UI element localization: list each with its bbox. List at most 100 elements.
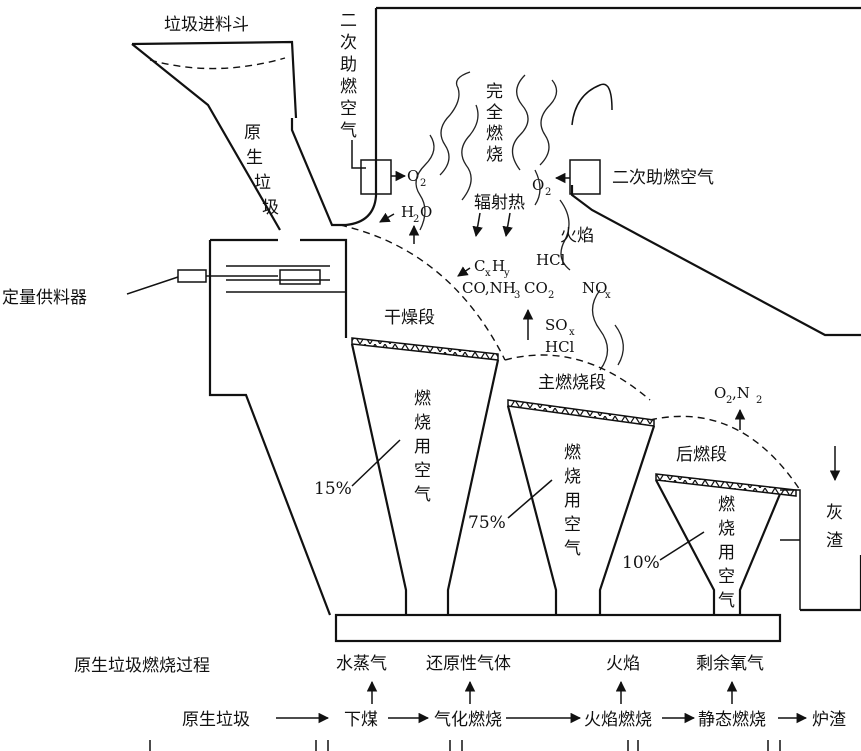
combustion-air-main: 燃 烧 用 空 气 [564,443,581,559]
process-flow: 原生垃圾燃烧过程 水蒸气 还原性气体 火焰 剩余氧气 原生垃圾 下煤 气化燃烧 … [74,654,846,751]
svg-text:生: 生 [246,148,263,168]
svg-text:NO: NO [582,279,607,297]
svg-text:SO: SO [545,316,568,334]
hopper: 垃圾进料斗 原 生 垃 圾 [131,15,346,231]
svg-text:垃: 垃 [254,173,271,193]
svg-text:燃: 燃 [340,77,357,97]
combustion-gas-curves [415,71,624,371]
svg-text:O: O [420,203,432,221]
h2o-label: H 2 O [379,203,432,244]
ash-label: 灰 渣 [826,503,843,551]
complete-combustion-label: 完 全 燃 烧 [486,82,503,165]
svg-text:2: 2 [420,178,426,189]
svg-text:H: H [401,203,414,221]
svg-text:H: H [492,257,505,275]
svg-text:次: 次 [340,33,357,53]
secondary-air-right-label: 二次助燃空气 [612,168,714,188]
svg-text:气: 气 [340,121,357,141]
flow-descend: 下煤 [344,710,378,730]
upper-steam: 水蒸气 [336,654,387,674]
svg-text:燃: 燃 [486,124,503,144]
furnace-body: 定量供料器 [2,238,348,616]
svg-text:烧: 烧 [718,519,735,539]
svg-text:2: 2 [756,395,762,406]
furnace-chamber [345,6,861,612]
svg-text:C: C [474,257,485,275]
svg-text:气: 气 [414,485,431,505]
svg-text:渣: 渣 [826,531,843,551]
hcl-lower-label: HCl [545,338,575,356]
drying-stage-label: 干燥段 [384,308,435,328]
svg-text:烧: 烧 [486,145,503,165]
svg-text:空: 空 [564,515,581,535]
flame-label: 火焰 [560,226,594,246]
svg-text:O: O [714,384,726,402]
flow-gasification: 气化燃烧 [434,710,502,730]
secondary-air-left-label: 二 次 助 燃 空 气 [340,11,357,141]
svg-text:气: 气 [718,591,735,611]
svg-text:助: 助 [340,55,357,75]
svg-text:x: x [605,290,611,301]
svg-text:空: 空 [340,99,357,119]
svg-text:3: 3 [514,290,520,301]
air-pct-main: 75% [468,513,506,533]
svg-text:烧: 烧 [564,467,581,487]
process-title: 原生垃圾燃烧过程 [74,656,210,676]
upper-flame: 火焰 [606,654,640,674]
flow-slag: 炉渣 [812,710,846,730]
svg-text:燃: 燃 [718,495,735,515]
air-pct-post: 10% [622,553,660,573]
main-stage-label: 主燃烧段 [538,373,606,393]
svg-text:用: 用 [564,491,581,511]
hopper-label: 垃圾进料斗 [164,15,249,35]
svg-text:圾: 圾 [262,198,279,218]
post-stage-label: 后燃段 [676,445,727,465]
svg-text:O: O [532,176,544,194]
svg-text:原: 原 [244,123,261,143]
hopper-raw-waste-label: 原 生 垃 圾 [244,123,279,218]
upper-reducing-gas: 还原性气体 [426,654,511,674]
svg-text:y: y [503,268,510,279]
svg-text:2: 2 [548,290,554,301]
o2-right: O 2 [532,172,570,198]
svg-text:烧: 烧 [414,413,431,433]
svg-text:用: 用 [718,543,735,563]
nox-label: NO x [582,279,611,301]
flow-raw-waste: 原生垃圾 [182,710,250,730]
base-plate [334,613,782,643]
hcl-upper-label: HCl [536,251,566,269]
svg-text:2: 2 [413,214,419,225]
svg-text:二: 二 [340,11,357,31]
air-pct-drying: 15% [314,479,352,499]
svg-text:全: 全 [486,103,503,123]
radiant-heat-label: 辐射热 [474,193,525,213]
svg-text:x: x [485,268,491,279]
flow-static-combustion: 静态燃烧 [698,710,766,730]
svg-text:2: 2 [726,395,732,406]
svg-text:2: 2 [545,187,551,198]
svg-text:空: 空 [718,567,735,587]
svg-text:燃: 燃 [414,389,431,409]
svg-text:气: 气 [564,539,581,559]
feeder-label: 定量供料器 [2,288,87,308]
svg-text:完: 完 [486,82,503,102]
drying-grate: 干燥段 [350,308,500,615]
combustion-air-drying: 燃 烧 用 空 气 [414,389,431,505]
svg-text:x: x [569,327,575,338]
flow-flame-combustion: 火焰燃烧 [584,710,652,730]
cxhy-label: C x H y [474,257,510,279]
post-grate: 后燃段 [655,445,797,615]
co-nh3-co2-label: CO,NH 3 CO 2 [462,279,554,301]
svg-text:,N: ,N [732,384,750,402]
svg-text:CO: CO [524,279,548,297]
combustion-air-post: 燃 烧 用 空 气 [718,495,735,611]
upper-residual-oxygen: 剩余氧气 [696,654,764,674]
svg-text:灰: 灰 [826,503,843,523]
svg-text:空: 空 [414,461,431,481]
svg-text:燃: 燃 [564,443,581,463]
sox-label: SO x [545,316,575,338]
o2-n2-label: O 2 ,N 2 [714,384,762,430]
svg-text:用: 用 [414,437,431,457]
main-grate: 主燃烧段 [506,373,656,615]
